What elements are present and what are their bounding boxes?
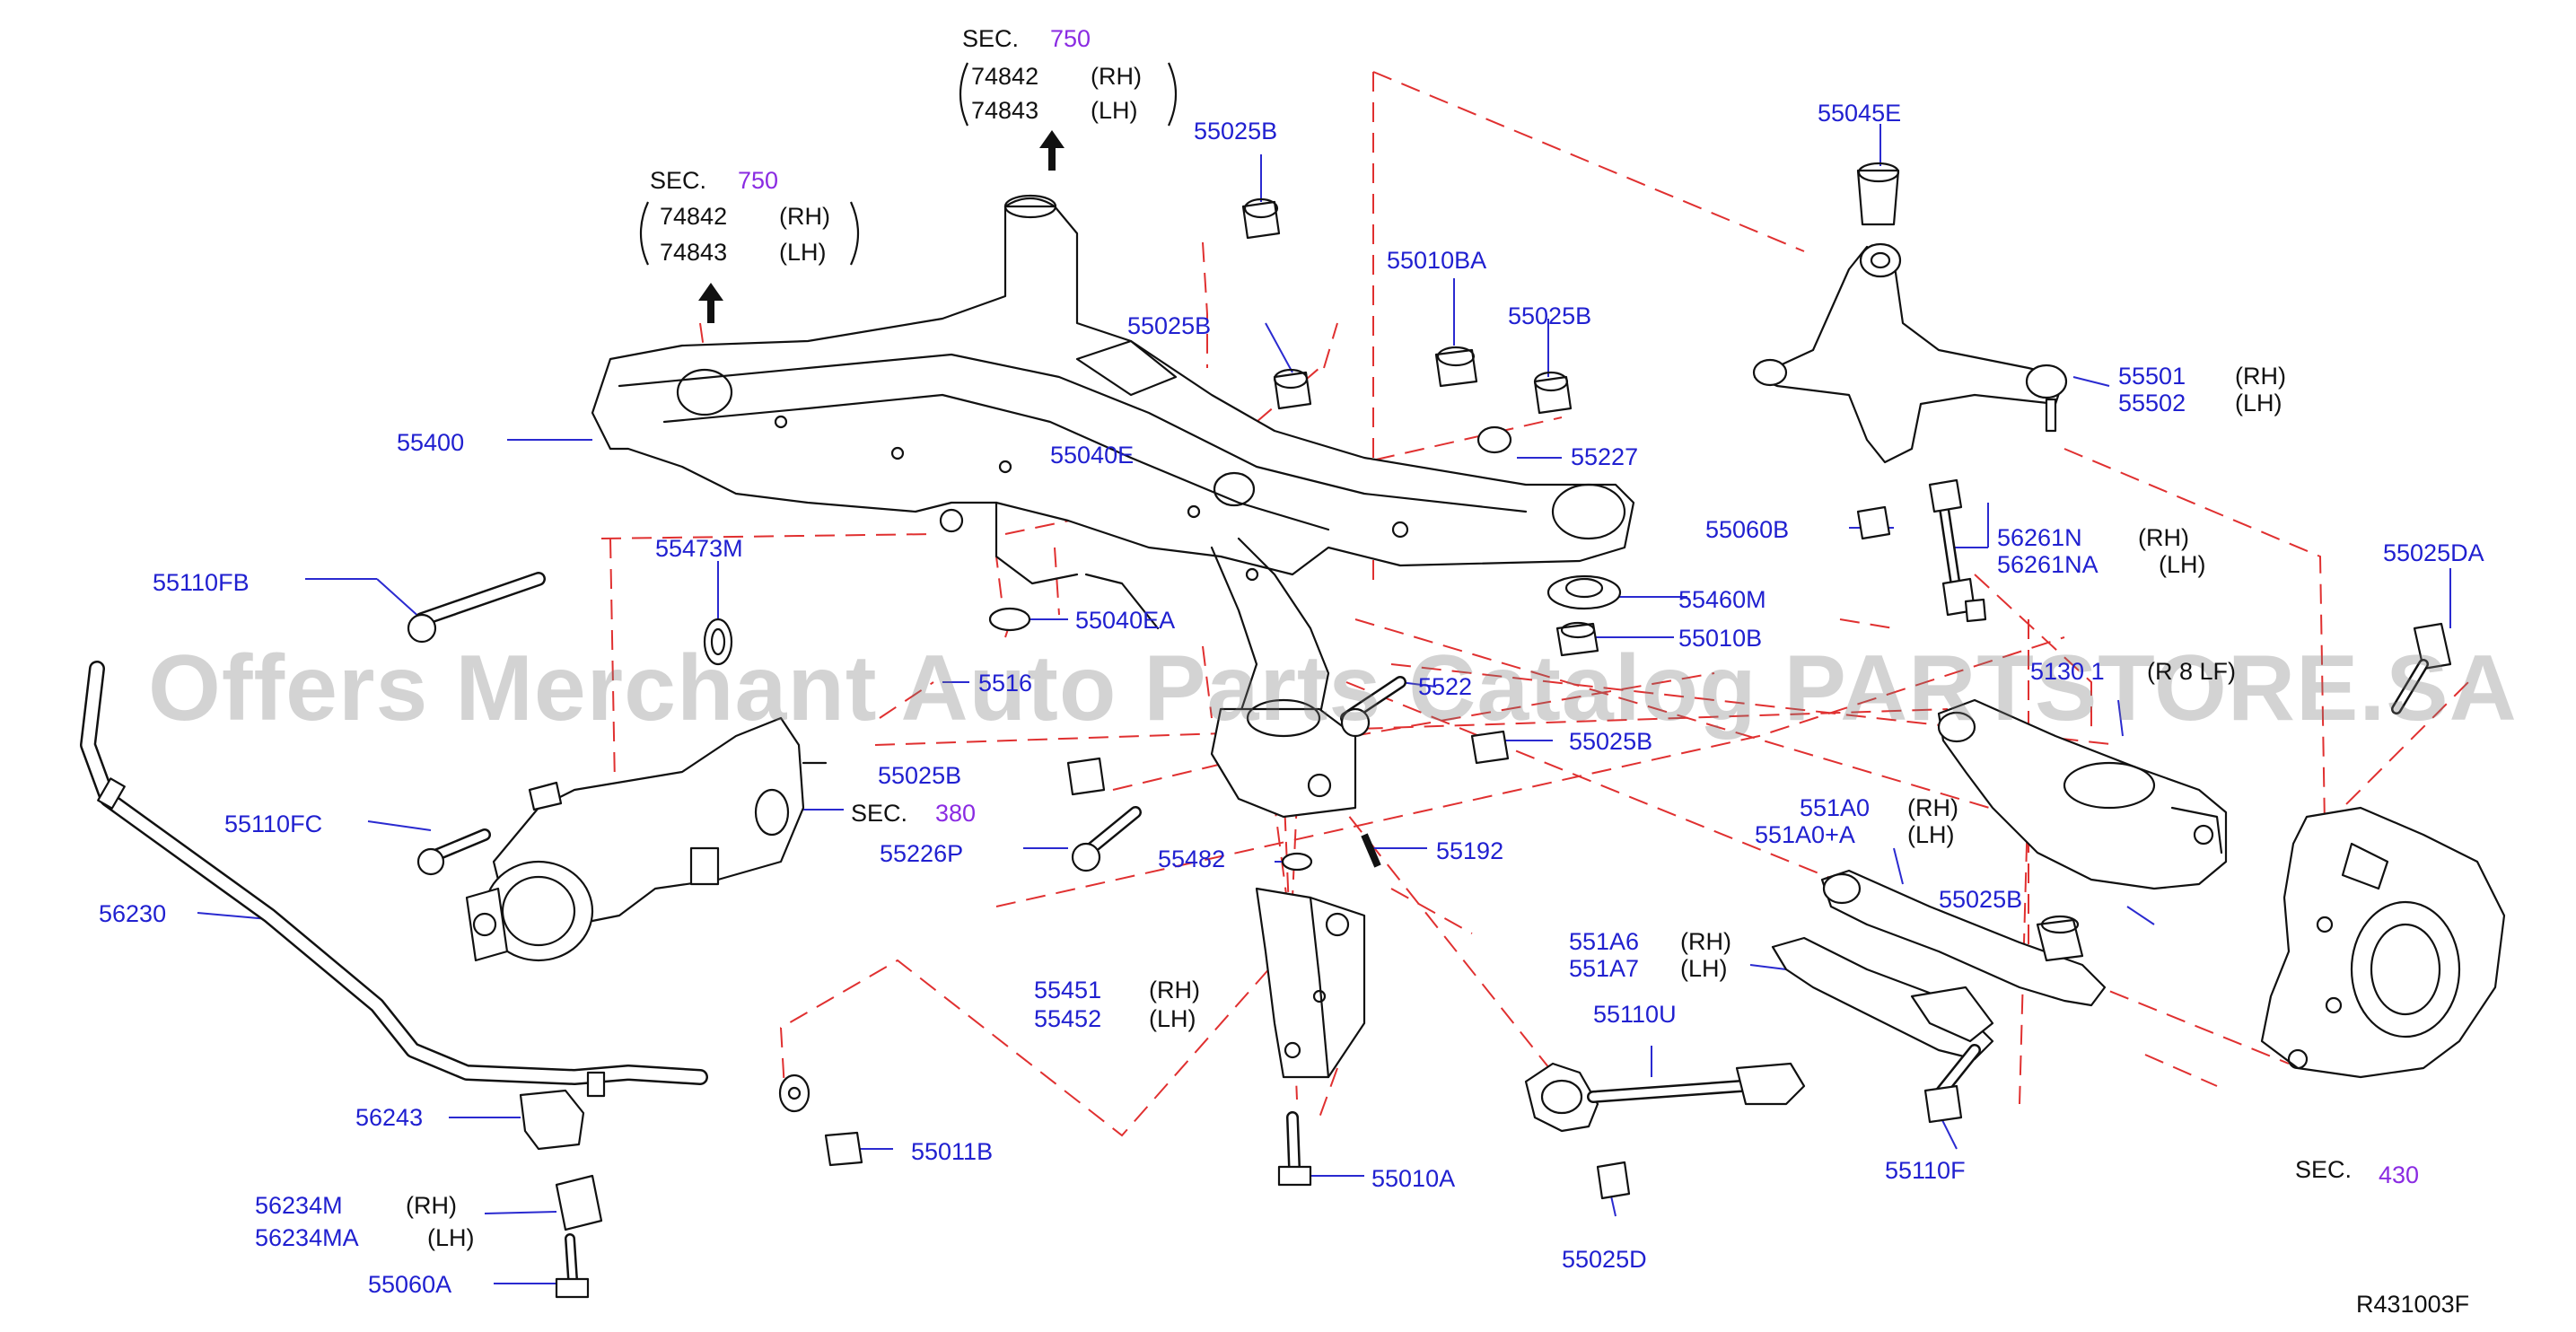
part-55010BA[interactable]: 55010BA: [1387, 247, 1487, 274]
part-55451[interactable]: 55451: [1034, 977, 1102, 1003]
part-56243[interactable]: 56243: [355, 1104, 424, 1131]
part-56234M[interactable]: 56234M: [255, 1192, 343, 1219]
side-56234M: (RH): [406, 1192, 457, 1219]
section-number-top[interactable]: 750: [1050, 25, 1091, 52]
section-label-mid: SEC.: [851, 800, 908, 827]
section-top-part-1: 74842: [971, 63, 1039, 90]
side-551A6: (RH): [1680, 928, 1731, 955]
side-56261N: (RH): [2138, 524, 2189, 551]
part-55025D[interactable]: 55025D: [1562, 1246, 1647, 1273]
side-551A0A: (LH): [1907, 821, 1955, 848]
watermark: Offers Merchant Auto Parts Catalog PARTS…: [148, 636, 2518, 740]
section-top-part-2: 74843: [971, 97, 1039, 124]
section-arrows: [639, 62, 1178, 323]
part-55040EA[interactable]: 55040EA: [1075, 607, 1176, 634]
section-label-right: SEC.: [2295, 1156, 2353, 1183]
part-55400[interactable]: 55400: [397, 429, 465, 456]
section-left-part-1: 74842: [660, 203, 728, 230]
part-56230[interactable]: 56230: [99, 900, 167, 927]
side-56261NA: (LH): [2159, 551, 2206, 578]
part-55192[interactable]: 55192: [1436, 837, 1504, 864]
section-label-top: SEC.: [962, 25, 1020, 52]
side-551A7: (LH): [1680, 955, 1728, 982]
part-56234MA[interactable]: 56234MA: [255, 1224, 359, 1251]
side-55451: (RH): [1149, 977, 1200, 1003]
side-55452: (LH): [1149, 1005, 1196, 1032]
part-55473M[interactable]: 55473M: [655, 535, 743, 562]
section-top-side-1: (RH): [1091, 63, 1142, 90]
steering-knuckle: [2260, 806, 2506, 1079]
part-55025DA[interactable]: 55025DA: [2383, 539, 2484, 566]
part-56261N[interactable]: 56261N: [1997, 524, 2082, 551]
part-55010A[interactable]: 55010A: [1371, 1165, 1456, 1192]
part-55025B-f[interactable]: 55025B: [1939, 886, 2023, 913]
part-5516x[interactable]: 5516: [978, 670, 1033, 697]
section-top-side-2: (LH): [1091, 97, 1138, 124]
part-55025B-e[interactable]: 55025B: [878, 762, 962, 789]
part-551A0A[interactable]: 551A0+A: [1755, 821, 1855, 848]
part-55011B[interactable]: 55011B: [911, 1138, 994, 1165]
part-55025B-a[interactable]: 55025B: [1194, 118, 1278, 145]
assembly-dashed-lines: [600, 71, 2469, 1137]
diagram-reference: R431003F: [2356, 1291, 2470, 1318]
stabilizer-link: [1856, 478, 2452, 714]
small-parts: [407, 197, 1622, 1299]
part-55110F[interactable]: 55110F: [1885, 1157, 1966, 1184]
side-55501: (RH): [2235, 363, 2286, 390]
section-number-right[interactable]: 430: [2379, 1161, 2420, 1188]
section-label-left: SEC.: [650, 167, 707, 194]
part-55482[interactable]: 55482: [1158, 846, 1226, 872]
part-55227[interactable]: 55227: [1571, 443, 1639, 470]
upper-arm: [1752, 162, 2068, 464]
rear-bracket: [1255, 887, 1366, 1079]
part-55226P[interactable]: 55226P: [880, 840, 964, 867]
part-551A6[interactable]: 551A6: [1569, 928, 1640, 955]
lower-arm: [1937, 698, 2228, 890]
differential: [465, 716, 828, 962]
crossmember-subframe: [591, 194, 1635, 819]
lateral-links: [1771, 869, 2107, 1124]
part-551A7[interactable]: 551A7: [1569, 955, 1640, 982]
part-5522x[interactable]: 5522: [1418, 673, 1473, 700]
part-55110FC[interactable]: 55110FC: [224, 811, 323, 837]
part-56261NA[interactable]: 56261NA: [1997, 551, 2098, 578]
side-55502: (LH): [2235, 390, 2282, 416]
part-55045E[interactable]: 55045E: [1818, 100, 1902, 127]
section-left-side-2: (LH): [779, 239, 827, 266]
part-55502[interactable]: 55502: [2118, 390, 2186, 416]
stabilizer-bar: [80, 661, 810, 1113]
section-number-mid[interactable]: 380: [935, 800, 977, 827]
part-55110U[interactable]: 55110U: [1593, 1001, 1677, 1028]
side-551A0: (RH): [1907, 794, 1958, 821]
part-55060A[interactable]: 55060A: [368, 1271, 452, 1298]
section-left-part-2: 74843: [660, 239, 728, 266]
side-551301: (R 8 LF): [2147, 658, 2237, 685]
part-55501[interactable]: 55501: [2118, 363, 2186, 390]
part-55060B[interactable]: 55060B: [1705, 516, 1790, 543]
toe-link: [1524, 1062, 1806, 1200]
part-551301[interactable]: 5130 1: [2030, 658, 2105, 685]
part-55040E[interactable]: 55040E: [1050, 442, 1135, 469]
part-55025B-c[interactable]: 55025B: [1508, 302, 1592, 329]
part-55025B-b[interactable]: 55025B: [1127, 312, 1212, 339]
section-left-side-1: (RH): [779, 203, 830, 230]
section-number-left[interactable]: 750: [738, 167, 779, 194]
part-55025B-d[interactable]: 55025B: [1569, 728, 1653, 755]
leader-lines: [197, 124, 2451, 1284]
side-56234MA: (LH): [427, 1224, 475, 1251]
part-55010B[interactable]: 55010B: [1678, 625, 1763, 652]
part-55460M[interactable]: 55460M: [1678, 586, 1766, 613]
bushing-clamp: [519, 1089, 585, 1151]
part-55110FB[interactable]: 55110FB: [153, 569, 250, 596]
part-55452[interactable]: 55452: [1034, 1005, 1102, 1032]
part-551A0[interactable]: 551A0: [1800, 794, 1871, 821]
